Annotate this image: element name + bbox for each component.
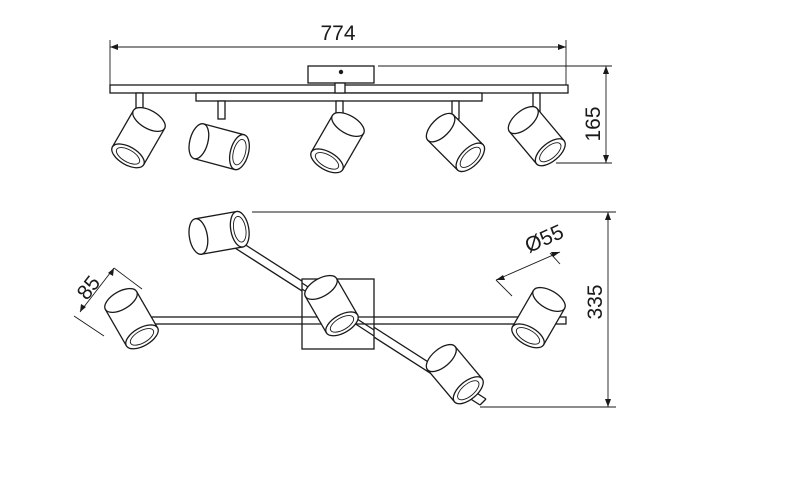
- height-dimension: 165: [378, 65, 612, 164]
- side-view: 774 165: [107, 22, 612, 179]
- top-view: 335 85 Ø55: [73, 209, 616, 410]
- spot-4: [420, 107, 491, 178]
- spot-2: [184, 120, 254, 173]
- top-spot-1: [185, 209, 253, 257]
- arm-label: 85: [73, 272, 106, 305]
- diameter-label: Ø55: [522, 220, 568, 257]
- height-label: 165: [582, 106, 605, 141]
- spot-1: [107, 102, 170, 174]
- top-spot-2: [100, 283, 163, 355]
- cross-bar: [195, 92, 483, 102]
- width-label: 774: [320, 22, 355, 45]
- top-spot-5: [421, 338, 489, 410]
- depth-label: 335: [584, 284, 607, 319]
- diameter-dimension: Ø55: [495, 220, 568, 297]
- ceiling-plate: [307, 65, 375, 84]
- top-spot-4: [507, 282, 570, 354]
- spot-3: [306, 107, 369, 179]
- spot-5: [503, 100, 571, 172]
- width-dimension: 774: [109, 22, 567, 85]
- depth-dimension: 335: [252, 211, 616, 408]
